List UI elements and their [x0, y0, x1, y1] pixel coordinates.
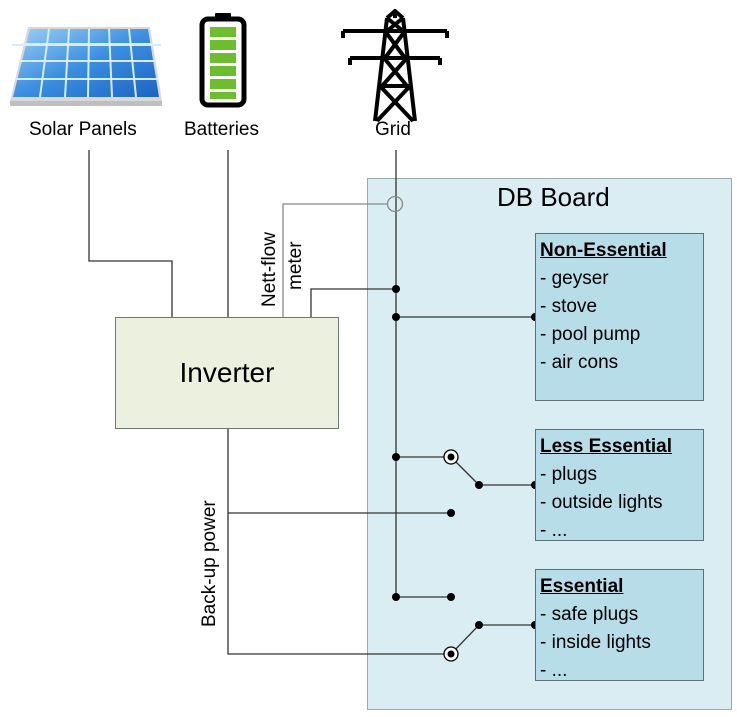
junction-dot	[447, 509, 455, 517]
junction-dot	[392, 285, 400, 293]
inverter-label: Inverter	[179, 357, 275, 388]
circuit-item: - plugs	[540, 464, 598, 485]
circuit-title: Less Essential	[540, 436, 673, 457]
switch-pivot	[447, 650, 455, 658]
circuit-item: - pool pump	[540, 324, 641, 345]
switch-pivot	[447, 453, 455, 461]
power-pylon-icon	[341, 9, 449, 123]
circuit-title: Essential	[540, 576, 624, 597]
circuit-essential: Essential - safe plugs - inside lights -…	[535, 569, 704, 681]
meter-label-line-2: meter	[285, 241, 306, 290]
circuit-item: - ...	[540, 520, 568, 541]
meter-icon	[386, 195, 404, 213]
junction-dot	[392, 453, 400, 461]
circuit-item: - geyser	[540, 268, 609, 289]
junction-dot	[447, 593, 455, 601]
circuit-item: - safe plugs	[540, 604, 639, 625]
solar-wire	[88, 150, 173, 317]
backup-power-label: Back-up power	[199, 500, 220, 627]
meter-wire	[282, 203, 388, 317]
battery-icon	[199, 13, 247, 108]
inverter-grid-wire	[310, 288, 396, 317]
batteries-label: Batteries	[184, 119, 259, 140]
circuit-less-essential: Less Essential - plugs - outside lights …	[535, 429, 704, 541]
grid-label: Grid	[375, 119, 411, 140]
db-board-title: DB Board	[497, 182, 610, 212]
circuit-item: - outside lights	[540, 492, 663, 513]
solar-panel-icon	[10, 27, 162, 106]
circuit-item: - inside lights	[540, 632, 651, 653]
junction-dot	[392, 313, 400, 321]
inverter-box: Inverter	[115, 317, 339, 429]
meter-label-line-1: Nett-flow	[259, 232, 280, 307]
junction-dot	[475, 621, 483, 629]
circuit-item: - ...	[540, 660, 568, 681]
junction-dot	[392, 593, 400, 601]
solar-panels-label: Solar Panels	[29, 119, 137, 140]
circuit-title: Non-Essential	[540, 240, 667, 261]
circuit-item: - air cons	[540, 352, 619, 373]
circuit-non-essential: Non-Essential - geyser - stove - pool pu…	[535, 233, 704, 401]
backup-wire	[227, 429, 451, 655]
junction-dot	[475, 481, 483, 489]
circuit-item: - stove	[540, 296, 598, 317]
